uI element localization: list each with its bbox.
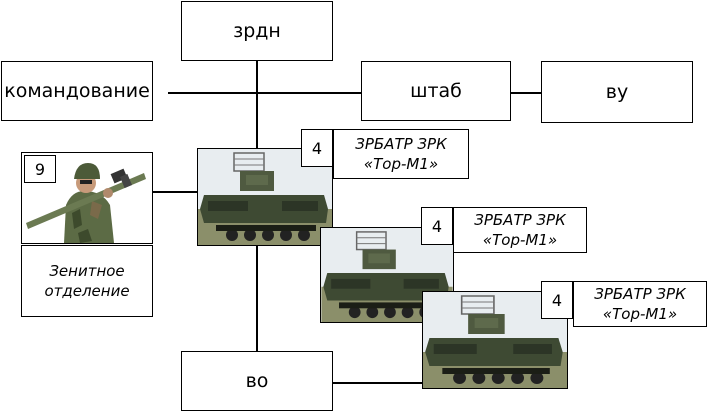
squad-count-badge: 9 — [24, 155, 56, 183]
connector-command-hq — [168, 92, 362, 94]
battery-3-caption-line1: ЗРБАТР ЗРК — [594, 285, 686, 303]
connector-vo-vertical — [256, 246, 258, 352]
battery-3-count-badge: 4 — [541, 281, 573, 319]
battery-2-caption-line2: «Тор-М1» — [482, 231, 558, 249]
squad-caption-line2: отделение — [44, 282, 130, 300]
tor-m1-vehicle-icon — [423, 292, 567, 388]
battery-2-caption-box: ЗРБАТР ЗРК «Тор-М1» — [453, 207, 587, 253]
node-vo: во — [181, 351, 333, 411]
squad-count: 9 — [34, 159, 46, 179]
node-command-label: командование — [4, 80, 150, 102]
squad-caption-box: Зенитное отделение — [21, 245, 153, 317]
node-hq: штаб — [361, 61, 511, 121]
node-vu-label: ву — [605, 81, 629, 103]
battery-1-caption-box: ЗРБАТР ЗРК «Тор-М1» — [333, 129, 469, 179]
connector-vo-horizontal — [332, 382, 424, 384]
node-zrdn-label: зрдн — [233, 20, 281, 42]
node-command: командование — [1, 61, 153, 121]
battery-2-count-badge: 4 — [421, 207, 453, 245]
battery-1-count-badge: 4 — [301, 129, 333, 167]
battery-1-count: 4 — [311, 138, 323, 158]
node-vu: ву — [541, 61, 693, 123]
battery-3-caption-line2: «Тор-М1» — [602, 305, 678, 323]
node-zrdn: зрдн — [181, 1, 333, 61]
battery-3-count: 4 — [551, 290, 563, 310]
connector-squad — [152, 191, 198, 193]
squad-caption-line1: Зенитное — [49, 262, 125, 280]
battery-2-caption-line1: ЗРБАТР ЗРК — [474, 211, 566, 229]
node-vo-label: во — [245, 370, 269, 392]
battery-3-caption-box: ЗРБАТР ЗРК «Тор-М1» — [573, 281, 707, 327]
battery-1-caption-line2: «Тор-М1» — [363, 155, 439, 173]
battery-2-count: 4 — [431, 216, 443, 236]
node-hq-label: штаб — [410, 80, 462, 102]
connector-hq-vu — [510, 92, 542, 94]
battery-1-caption-line1: ЗРБАТР ЗРК — [355, 135, 447, 153]
connector-zrdn-vertical — [256, 60, 258, 148]
